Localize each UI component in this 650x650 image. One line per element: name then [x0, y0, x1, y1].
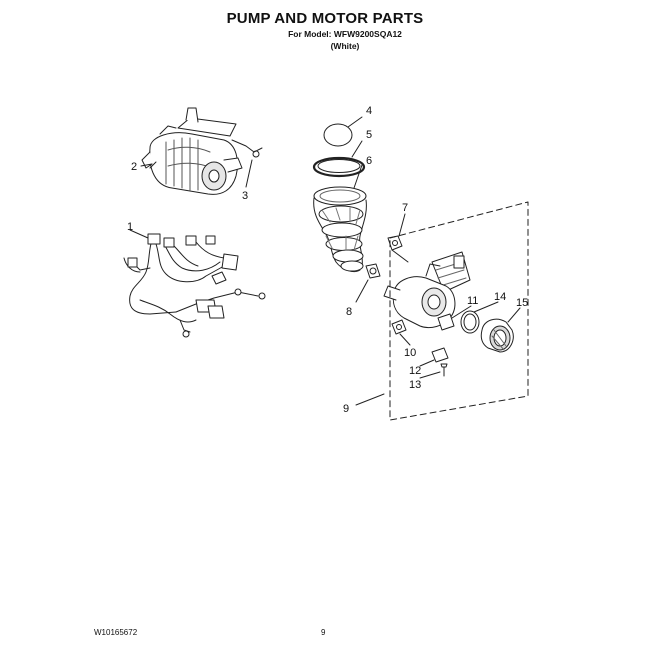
callout-13: 13: [409, 379, 421, 391]
seal-stack-illustration: [312, 123, 381, 279]
page-number: 9: [321, 628, 326, 637]
color-line: (White): [0, 41, 650, 51]
model-line: For Model: WFW9200SQA12: [0, 29, 650, 39]
motor-illustration: [141, 107, 263, 195]
leader-lines: [129, 116, 521, 406]
callout-5: 5: [366, 129, 372, 141]
callout-10: 10: [404, 347, 416, 359]
callout-12: 12: [409, 365, 421, 377]
callout-8: 8: [346, 306, 352, 318]
model-prefix: For Model:: [288, 29, 332, 39]
callout-9: 9: [343, 403, 349, 415]
callout-numbers: 1 2 3 4 5 6 7 8 9 10 11 12 13 14 15: [127, 105, 528, 415]
page-title: PUMP AND MOTOR PARTS: [226, 10, 424, 27]
callout-14: 14: [494, 291, 506, 303]
assembly-boundary: [389, 201, 529, 421]
callout-11: 11: [467, 295, 478, 307]
model-number: WFW9200SQA12: [333, 29, 402, 39]
wire-harness-illustration: [123, 233, 266, 338]
callout-1: 1: [127, 221, 133, 233]
callout-6: 6: [366, 155, 372, 167]
callout-4: 4: [366, 105, 372, 117]
callout-2: 2: [131, 161, 137, 173]
callout-7: 7: [402, 202, 408, 214]
pump-illustration: [383, 235, 514, 377]
callout-3: 3: [242, 190, 248, 202]
document-number: W10165672: [94, 628, 138, 637]
model-color: (White): [330, 41, 360, 51]
callout-15: 15: [516, 297, 528, 309]
